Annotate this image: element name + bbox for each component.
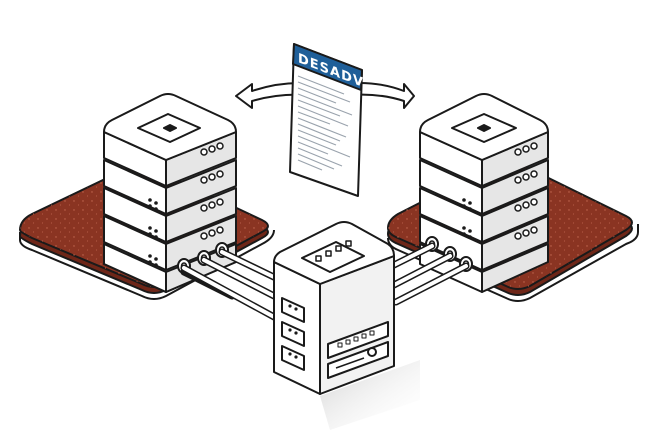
left-cables [180, 248, 284, 322]
right-cables [380, 242, 470, 306]
right-server-stack [419, 93, 549, 293]
left-server-stack [103, 93, 237, 293]
center-converter-device [273, 221, 420, 430]
edi-document-icon: DESADV [289, 43, 364, 197]
